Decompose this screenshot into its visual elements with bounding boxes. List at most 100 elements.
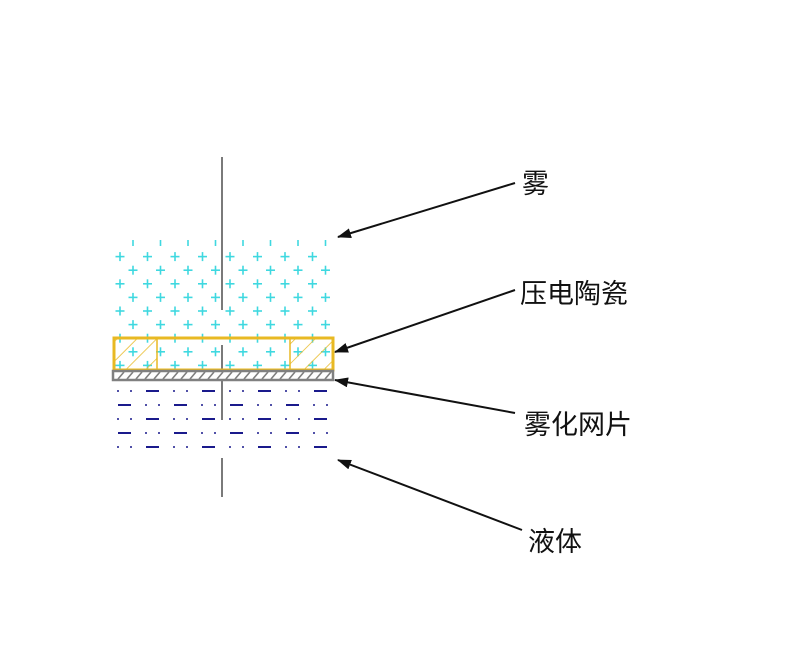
mesh-hole (117, 371, 125, 380)
liquid-dot (117, 446, 119, 448)
liquid-dot (285, 390, 287, 392)
liquid-dot (173, 446, 175, 448)
mist-particle (253, 360, 262, 370)
mesh-hole (126, 371, 134, 380)
mesh-hole (243, 371, 251, 380)
liquid-dot (270, 404, 272, 406)
liquid-dot (229, 390, 231, 392)
piezo-ceramic-ring (112, 336, 335, 372)
mist-particle (211, 265, 220, 275)
liquid-dot (130, 390, 132, 392)
mist-particle (266, 347, 275, 357)
mist-particle (266, 265, 275, 275)
mesh-hole (324, 371, 332, 380)
mesh-hole (144, 371, 152, 380)
mist-particle (321, 292, 330, 302)
liquid-dot (130, 418, 132, 420)
mist-particle (156, 292, 165, 302)
mist-particle (115, 279, 125, 289)
liquid-dot (326, 432, 328, 434)
mist-particle (170, 360, 180, 370)
mist-particle (238, 320, 248, 330)
mist-label: 雾 (522, 169, 549, 200)
mist-particle (198, 306, 207, 316)
leader-arrows (334, 182, 523, 531)
liquid-dot (242, 390, 244, 392)
mesh-hole (225, 371, 233, 380)
mesh-hole (189, 371, 197, 380)
mist-particle (170, 306, 180, 316)
mesh-hole (315, 371, 323, 380)
mesh-hole (216, 371, 224, 380)
mist-particle (183, 292, 193, 302)
mist-particle (238, 265, 248, 275)
mesh-hole (207, 371, 215, 380)
piezo-ceramic-arrow (334, 289, 516, 353)
mist-particle (198, 279, 207, 289)
liquid-arrow (337, 459, 523, 531)
mist-particle (253, 252, 262, 262)
atomizing-mesh (111, 369, 335, 382)
mist-particle (211, 320, 220, 330)
mist-particle (128, 265, 138, 275)
mesh-hole (135, 371, 143, 380)
mist-particle (183, 320, 193, 330)
mist-particle (225, 252, 235, 262)
liquid-dot (158, 432, 160, 434)
mist-particle (156, 320, 165, 330)
mesh-hole (252, 371, 260, 380)
mesh-hole (279, 371, 287, 380)
liquid-dot (229, 418, 231, 420)
liquid-region (117, 390, 328, 448)
mist-particle (225, 306, 235, 316)
liquid-dot (158, 404, 160, 406)
mist-particle (170, 252, 180, 262)
liquid-dot (242, 446, 244, 448)
mist-particle (253, 306, 262, 316)
mist-particle (183, 265, 193, 275)
mist-particle (293, 320, 303, 330)
liquid-dot (145, 404, 147, 406)
mist-particle (308, 279, 317, 289)
mesh-hole (261, 371, 269, 380)
atomizing-mesh-label: 雾化网片 (524, 410, 632, 441)
mist-particle (293, 292, 303, 302)
mist-particle (183, 347, 193, 357)
mist-particle (115, 252, 125, 262)
mist-particle (143, 252, 152, 262)
mist-particle (238, 347, 248, 357)
liquid-dot (145, 432, 147, 434)
liquid-dot (186, 418, 188, 420)
atomizing-mesh-arrow (334, 377, 516, 414)
mesh-hole (162, 371, 170, 380)
liquid-dot (229, 446, 231, 448)
liquid-dot (214, 432, 216, 434)
mesh-hole (171, 371, 179, 380)
mesh-hole (306, 371, 314, 380)
mist-particle (266, 320, 275, 330)
liquid-dot (298, 418, 300, 420)
piezo-ceramic-label: 压电陶瓷 (520, 279, 628, 310)
mist-particle (143, 306, 152, 316)
mist-particle (115, 306, 125, 316)
liquid-label: 液体 (528, 527, 582, 558)
mist-particle (280, 279, 290, 289)
liquid-dot (186, 390, 188, 392)
mesh-hole (198, 371, 206, 380)
mesh-hole (297, 371, 305, 380)
liquid-dot (173, 418, 175, 420)
mist-particle (128, 320, 138, 330)
mist-particle (238, 292, 248, 302)
mist-particle (266, 292, 275, 302)
liquid-dot (117, 418, 119, 420)
liquid-dot (173, 390, 175, 392)
mist-particle (128, 292, 138, 302)
mesh-hole (270, 371, 278, 380)
mist-particle (321, 265, 330, 275)
liquid-dot (313, 432, 315, 434)
mist-particle (211, 292, 220, 302)
mist-particle (198, 252, 207, 262)
mist-particle (170, 279, 180, 289)
mist-particle (280, 252, 290, 262)
